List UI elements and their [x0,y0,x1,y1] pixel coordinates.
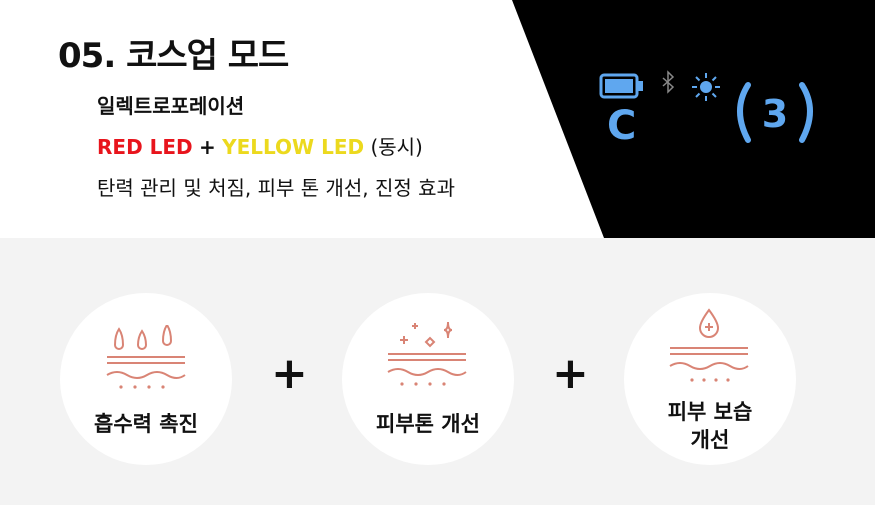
device-display: 3 [599,70,813,143]
mode-subtitle: 일렉트로포레이션 [97,94,245,118]
sun-icon [692,73,720,101]
feature-label-absorption: 흡수력 촉진 [94,412,198,436]
led-simultaneous: (동시) [370,135,423,159]
led-plus: + [199,135,216,159]
device-panel [512,0,875,238]
plus-sign-1: + [271,348,308,399]
mode-letter: C [607,103,637,149]
feature-card-absorption [60,293,232,465]
feature-label-skintone: 피부톤 개선 [376,412,480,436]
red-led-label: RED LED [97,135,193,159]
bluetooth-icon [662,70,675,94]
level-brackets [737,82,813,143]
plus-sign-2: + [552,348,589,399]
level-number: 3 [762,92,788,136]
feature-label-moisture: 피부 보습 개선 [667,400,753,452]
feature-card-skintone [342,293,514,465]
sparkle-skin-icon [387,321,467,386]
feature-card-moisture [624,293,796,465]
page-title: 05. 코스업 모드 [58,36,289,76]
battery-icon [599,73,643,99]
moisture-drop-skin-icon [669,308,749,382]
yellow-led-label: YELLOW LED [222,135,365,159]
effects-description: 탄력 관리 및 처짐, 피부 톤 개선, 진정 효과 [97,176,455,200]
water-drops-skin-icon [106,325,186,389]
led-description: RED LED + YELLOW LED (동시) [97,131,423,160]
